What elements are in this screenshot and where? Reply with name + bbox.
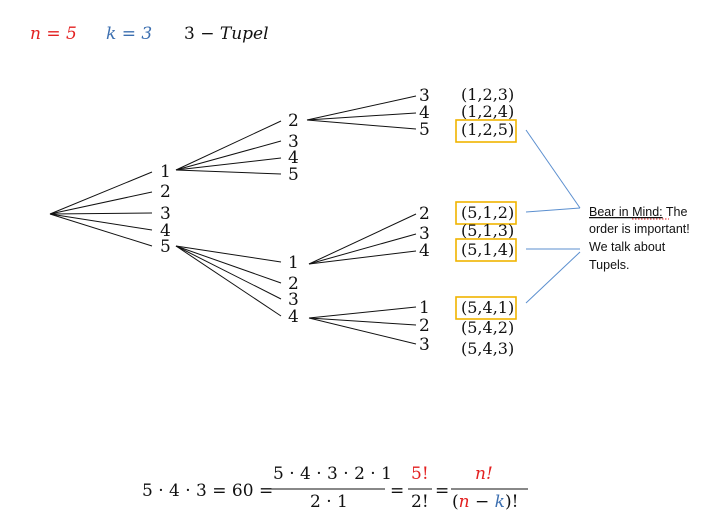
tupel-label: 3 − Tupel — [184, 24, 269, 44]
edge-root-1 — [49, 171, 153, 215]
tupel-prefix: 3 − — [184, 24, 220, 44]
level1-nodes: 1 2 3 4 5 — [160, 162, 171, 257]
edge-54-1 — [308, 306, 417, 319]
note-line-1-rest: The — [663, 205, 688, 219]
edge-12-5 — [306, 119, 417, 130]
edge-5-1 — [175, 245, 282, 263]
formula-frac3-minus: − — [470, 492, 495, 512]
tree-edges — [49, 95, 417, 345]
level2-nodes-under-1: 2 3 4 5 — [288, 111, 299, 185]
level3-nodes-under-1-2: 3 4 5 — [419, 86, 430, 140]
edge-root-4 — [49, 213, 153, 231]
level2-nodes-under-5: 1 2 3 4 — [288, 253, 299, 327]
node-l2-1-5: 5 — [288, 165, 299, 185]
highlight-box-5-1-4 — [455, 238, 517, 262]
level3-nodes-under-5-4: 1 2 3 — [419, 298, 430, 355]
edge-54-2 — [308, 317, 417, 326]
edge-12-4 — [306, 112, 417, 121]
tuple-5-1-3: (5,1,3) — [461, 221, 514, 240]
tuple-5-1-2: (5,1,2) — [461, 203, 514, 222]
node-l3-54-2: 2 — [419, 316, 430, 336]
callout-connectors — [525, 129, 581, 304]
node-l2-1-3: 3 — [288, 132, 299, 152]
edge-51-4 — [308, 250, 417, 265]
formula-frac1-denominator: 2 · 1 — [310, 492, 348, 512]
tuple-1-2-3: (1,2,3) — [461, 85, 514, 104]
edge-54-3 — [308, 317, 417, 345]
node-l1-3: 3 — [160, 204, 171, 224]
formula-frac3-numerator: n! — [475, 464, 493, 484]
edge-1-4 — [175, 157, 282, 171]
formula-eq2: = — [435, 481, 449, 501]
formula-frac3-k: k — [495, 492, 505, 512]
tuple-1-2-4: (1,2,4) — [461, 102, 514, 121]
edge-1-5 — [175, 169, 282, 175]
tuple-5-4-2: (5,4,2) — [461, 318, 514, 337]
connector-5-4-1 — [525, 251, 581, 304]
node-l2-5-3: 3 — [288, 290, 299, 310]
edge-51-2 — [308, 213, 417, 265]
node-l1-2: 2 — [160, 182, 171, 202]
node-l3-12-3: 3 — [419, 86, 430, 106]
node-l3-12-4: 4 — [419, 103, 430, 123]
n-value: n = 5 — [30, 24, 77, 44]
note-line-4: Tupels. — [589, 258, 630, 272]
node-l3-51-2: 2 — [419, 204, 430, 224]
highlight-box-1-2-5 — [455, 119, 517, 143]
tuple-5-1-4: (5,1,4) — [461, 240, 514, 259]
tuple-5-4-3: (5,4,3) — [461, 339, 514, 358]
node-l2-1-4: 4 — [288, 148, 299, 168]
highlight-box-5-4-1 — [455, 296, 517, 320]
node-l2-1-2: 2 — [288, 111, 299, 131]
formula-frac3-n: n — [459, 492, 470, 512]
node-l2-5-1: 1 — [288, 253, 299, 273]
node-l3-54-1: 1 — [419, 298, 430, 318]
formula-frac1-numerator: 5 · 4 · 3 · 2 · 1 — [273, 464, 392, 484]
formula-frac3-close: )! — [505, 492, 518, 512]
connector-1-2-5 — [525, 129, 581, 209]
edge-5-4 — [175, 245, 282, 317]
node-l1-1: 1 — [160, 162, 171, 182]
formula-frac2-numerator: 5! — [411, 464, 429, 484]
k-value: k = 3 — [106, 24, 152, 44]
node-l3-12-5: 5 — [419, 120, 430, 140]
tuple-1-2-5: (1,2,5) — [461, 120, 514, 139]
tuple-5-4-1: (5,4,1) — [461, 298, 514, 317]
formula-eq1: = — [390, 481, 404, 501]
formula-frac3-denominator: (n − k)! — [452, 492, 518, 512]
edge-1-2 — [175, 120, 282, 171]
callout-note: Bear in Mind: The order is important! We… — [589, 205, 690, 272]
formula-frac3-open-paren: ( — [452, 492, 459, 512]
edge-12-3 — [306, 95, 417, 121]
formula: 5 · 4 · 3 = 60 = 5 · 4 · 3 · 2 · 1 2 · 1… — [142, 464, 528, 512]
edge-5-3 — [175, 245, 282, 300]
node-l2-5-4: 4 — [288, 307, 299, 327]
note-line-1: Bear in Mind: The — [589, 205, 687, 219]
header: n = 5 k = 3 3 − Tupel — [30, 24, 269, 44]
edge-root-3 — [49, 212, 153, 215]
level3-nodes-under-5-1: 2 3 4 — [419, 204, 430, 261]
node-l3-51-3: 3 — [419, 224, 430, 244]
formula-frac2-denominator: 2! — [411, 492, 429, 512]
node-l3-51-4: 4 — [419, 241, 430, 261]
edge-5-2 — [175, 245, 282, 284]
node-l2-5-2: 2 — [288, 274, 299, 294]
note-bear-in-mind: Bear in Mind: — [589, 205, 663, 219]
edge-51-3 — [308, 233, 417, 265]
formula-lhs: 5 · 4 · 3 = 60 = — [142, 481, 273, 501]
tupel-word: Tupel — [220, 24, 269, 44]
node-l1-5: 5 — [160, 237, 171, 257]
node-l3-54-3: 3 — [419, 335, 430, 355]
node-l1-4: 4 — [160, 221, 171, 241]
note-line-2: order is important! — [589, 222, 690, 236]
edge-root-2 — [49, 191, 153, 215]
edge-1-3 — [175, 140, 282, 171]
connector-5-1-2 — [525, 207, 581, 213]
tuples: (1,2,3) (1,2,4) (1,2,5) (5,1,2) (5,1,3) … — [455, 85, 517, 358]
note-line-3: We talk about — [589, 240, 666, 254]
highlight-box-5-1-2 — [455, 201, 517, 225]
edge-root-5 — [49, 213, 153, 247]
